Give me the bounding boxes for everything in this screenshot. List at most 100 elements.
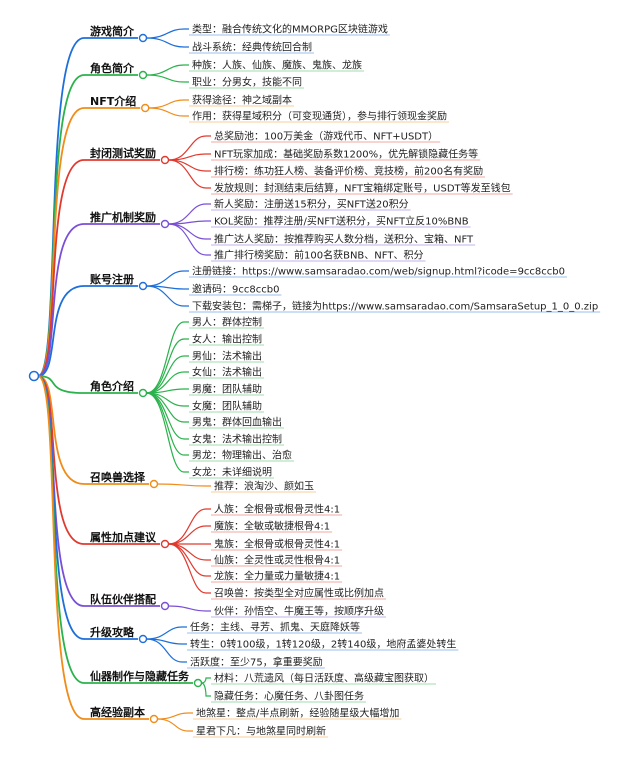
leaf-label: 新人奖励：注册送15积分，买NFT送20积分 (214, 198, 409, 211)
leaf-label: 推广达人奖励：按推荐购买人数分档，送积分、宝箱、NFT (214, 233, 474, 246)
leaf-label: 类型：融合传统文化的MMORPG区块链游戏 (192, 23, 388, 36)
leaf-label: 仙族：全灵性或灵性根骨4:1 (214, 554, 340, 567)
branch-node (193, 678, 203, 688)
leaf-label: 获得途径：神之域副本 (192, 94, 292, 107)
leaf-label: 推广排行榜奖励：前100名获BNB、NFT、积分 (214, 249, 423, 262)
leaf-label: 推荐：浪淘沙、颜如玉 (214, 480, 314, 493)
leaf-connector (146, 626, 187, 640)
root-node (28, 370, 40, 382)
branch-label: 升级攻略 (90, 625, 135, 639)
branch-node (160, 155, 170, 165)
branch-node (149, 479, 159, 489)
branch-label: 账号注册 (90, 272, 134, 286)
leaf-connector (168, 223, 211, 256)
branch-label: 高经验副本 (90, 705, 145, 719)
branch-node (138, 634, 148, 644)
branch-node (141, 103, 150, 113)
leaf-connector (146, 28, 189, 39)
branch-node (138, 281, 148, 291)
leaf-label: 地煞星：整点/半点刷新，经验随星级大幅增加 (196, 707, 399, 720)
leaf-label: 男鬼：群体回血输出 (192, 416, 282, 429)
branch-node (138, 33, 148, 43)
leaf-label: KOL奖励：推荐注册/买NFT送积分，买NFT立反10%BNB (214, 215, 469, 228)
leaf-connector (157, 718, 193, 732)
leaf-connector (201, 677, 211, 684)
branch-node (160, 539, 170, 549)
branch-label: 封闭测试奖励 (90, 146, 156, 160)
branch-connector (37, 223, 160, 377)
leaf-label: 男人：群体控制 (192, 316, 262, 329)
branch-label: 游戏简介 (90, 24, 135, 38)
branch-node (160, 219, 170, 229)
branch-connector (37, 375, 149, 720)
leaf-connector (168, 203, 211, 225)
leaf-label: 伙伴：孙悟空、牛魔王等，按顺序升级 (214, 605, 384, 618)
leaf-label: 发放规则：封测结束后结算，NFT宝箱绑定账号，USDT等发至钱包 (214, 182, 511, 195)
leaf-label: 女人：输出控制 (192, 333, 262, 346)
leaf-connector (168, 159, 211, 172)
branch-label: 角色介绍 (90, 379, 134, 393)
leaf-connector (146, 64, 189, 76)
leaf-connector (146, 392, 189, 456)
leaf-label: 活跃度：至少75，拿重要奖励 (190, 656, 323, 669)
leaf-label: 战斗系统：经典传统回合制 (192, 41, 312, 54)
leaf-label: 女魔：团队辅助 (192, 400, 262, 413)
leaf-label: 下载安装包：需梯子，链接为https://www.samsaradao.com/… (192, 300, 598, 313)
leaf-connector (168, 525, 211, 545)
leaf-label: 男龙：物理输出、治愈 (192, 449, 292, 462)
branch-label: 推广机制奖励 (90, 210, 156, 224)
leaf-connector (146, 321, 189, 394)
leaf-label: 女鬼：法术输出控制 (192, 433, 282, 446)
leaf-label: 召唤兽：按类型全对应属性或比例加点 (214, 587, 384, 600)
leaf-label: 种族：人族、仙族、魔族、鬼族、龙族 (192, 59, 362, 72)
leaf-connector (146, 355, 189, 394)
leaf-connector (168, 223, 211, 240)
leaf-label: 邀请码：9cc8ccb0 (192, 283, 279, 296)
leaf-label: 龙族：全力量或力量敏捷4:1 (214, 570, 340, 583)
branch-node (149, 714, 159, 724)
leaf-connector (157, 712, 193, 720)
branch-label: 队伍伙伴搭配 (90, 592, 156, 606)
branch-label: 属性加点建议 (90, 530, 157, 544)
leaf-connector (146, 270, 189, 287)
leaf-connector (168, 543, 211, 594)
leaf-connector (146, 392, 189, 473)
leaf-label: 排行榜：练功狂人榜、装备评价榜、竞技榜，前200名有奖励 (214, 165, 483, 178)
leaf-connector (146, 338, 189, 394)
leaf-label: 男魔：团队辅助 (192, 383, 262, 396)
leaf-label: 职业：分男女，技能不同 (192, 76, 302, 89)
leaf-label: 人族：全根骨或根骨灵性4:1 (214, 503, 340, 516)
leaf-label: 隐藏任务：心魔任务、八卦图任务 (214, 690, 364, 703)
leaf-label: NFT玩家加成：基础奖励系数1200%，优先解锁隐藏任务等 (214, 148, 478, 161)
branch-node (138, 70, 148, 80)
branch-label: 仙器制作与隐藏任务 (90, 669, 190, 683)
leaf-label: 作用：获得星域积分（可变现通货），参与排行领现金奖励 (192, 110, 447, 123)
leaf-label: 魔族：全敏或敏捷根骨4:1 (214, 520, 330, 533)
leaf-label: 女龙：未详细说明 (192, 466, 272, 479)
branch-label: 角色简介 (90, 61, 135, 75)
leaf-connector (148, 107, 189, 117)
leaf-label: 注册链接：https://www.samsaradao.com/web/sign… (192, 265, 565, 278)
leaf-label: 材料：八荒遗风（每日活跃度、高级藏宝图获取） (214, 672, 434, 685)
leaf-label: 男仙：法术输出 (192, 350, 262, 363)
branch-node (160, 601, 170, 611)
leaf-connector (201, 682, 211, 697)
branch-connector (37, 375, 149, 485)
leaf-connector (168, 220, 211, 225)
leaf-label: 星君下凡：与地煞星同时刷新 (196, 725, 326, 738)
leaf-connector (157, 483, 211, 487)
leaf-connector (146, 74, 189, 83)
leaf-connector (146, 638, 187, 663)
leaf-label: 总奖励池：100万美金（游戏代币、NFT+USDT） (214, 130, 438, 143)
leaf-connector (148, 99, 189, 109)
leaf-label: 女仙：法术输出 (192, 366, 262, 379)
branch-connector (37, 285, 138, 377)
branch-label: NFT介绍 (90, 94, 136, 108)
leaf-label: 任务：主线、寻芳、抓鬼、天庭降妖等 (190, 621, 360, 634)
leaf-connector (168, 159, 211, 189)
leaf-connector (146, 37, 189, 48)
leaf-label: 鬼族：全根骨或根骨灵性4:1 (214, 538, 340, 551)
branch-node (138, 388, 148, 398)
leaf-label: 转生：0转100级，1转120级，2转140级，地府孟婆处转生 (190, 638, 456, 651)
branch-connector (37, 375, 138, 394)
